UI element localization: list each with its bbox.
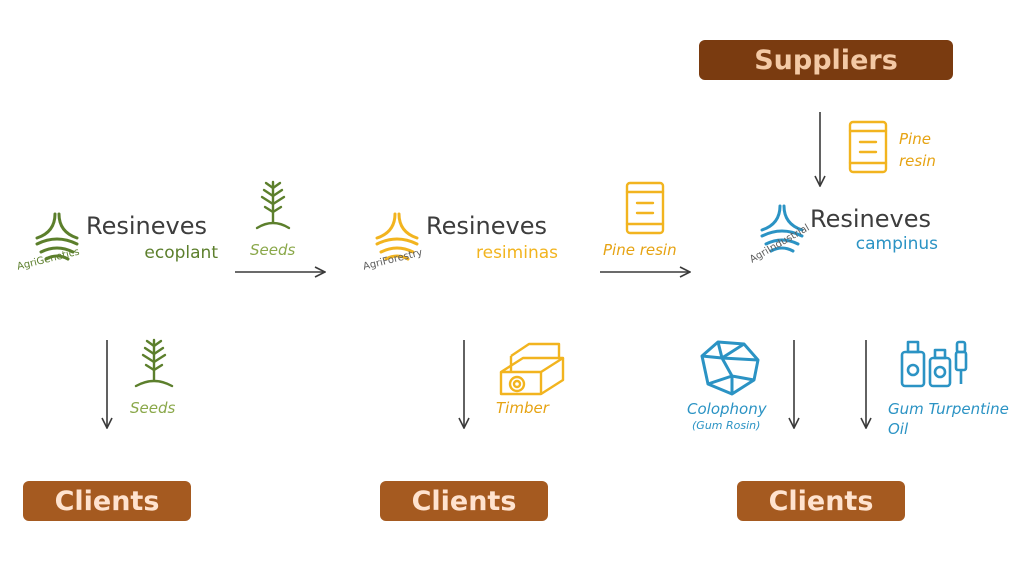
company-name-campinus: Resineves <box>810 205 931 233</box>
clients-box-campinus: Clients <box>737 481 905 521</box>
company-sub-campinus: campinus <box>855 234 938 254</box>
barrel-icon <box>848 120 888 174</box>
flow-label-oil: Oil <box>888 420 909 438</box>
seedling-icon <box>255 180 291 230</box>
company-sub-resiminas: resiminas <box>476 243 558 263</box>
clients-label: Clients <box>411 485 517 517</box>
clients-box-resiminas: Clients <box>380 481 548 521</box>
company-sub-ecoplant: ecoplant <box>144 243 218 263</box>
flow-label-supplier-pine: Pine <box>899 130 931 148</box>
flow-label-timber: Timber <box>496 399 549 417</box>
clients-label: Clients <box>768 485 874 517</box>
flow-label-gum-rosin: (Gum Rosin) <box>692 419 761 432</box>
company-name-ecoplant: Resineves <box>86 212 207 240</box>
pine-tree-logo-icon <box>35 212 79 261</box>
clients-box-ecoplant: Clients <box>23 481 191 521</box>
flow-label-pine-resin: Pine resin <box>603 241 677 259</box>
suppliers-box: Suppliers <box>699 40 953 80</box>
pine-tree-logo-icon <box>760 204 804 253</box>
barrel-icon <box>625 181 665 235</box>
rosin-stone-icon <box>700 340 760 396</box>
seedling-icon <box>134 338 174 388</box>
flow-label-supplier-resin: resin <box>899 152 936 170</box>
flow-label-gum-turpentine: Gum Turpentine <box>888 400 1009 418</box>
pine-tree-logo-icon <box>375 212 419 261</box>
suppliers-label: Suppliers <box>754 44 898 76</box>
flow-label-seeds-clients: Seeds <box>130 399 176 417</box>
company-name-resiminas: Resineves <box>426 212 547 240</box>
clients-label: Clients <box>54 485 160 517</box>
bottles-icon <box>900 340 968 388</box>
timber-icon <box>499 342 565 396</box>
flow-label-seeds: Seeds <box>250 241 296 259</box>
flow-label-colophony: Colophony <box>687 400 767 418</box>
